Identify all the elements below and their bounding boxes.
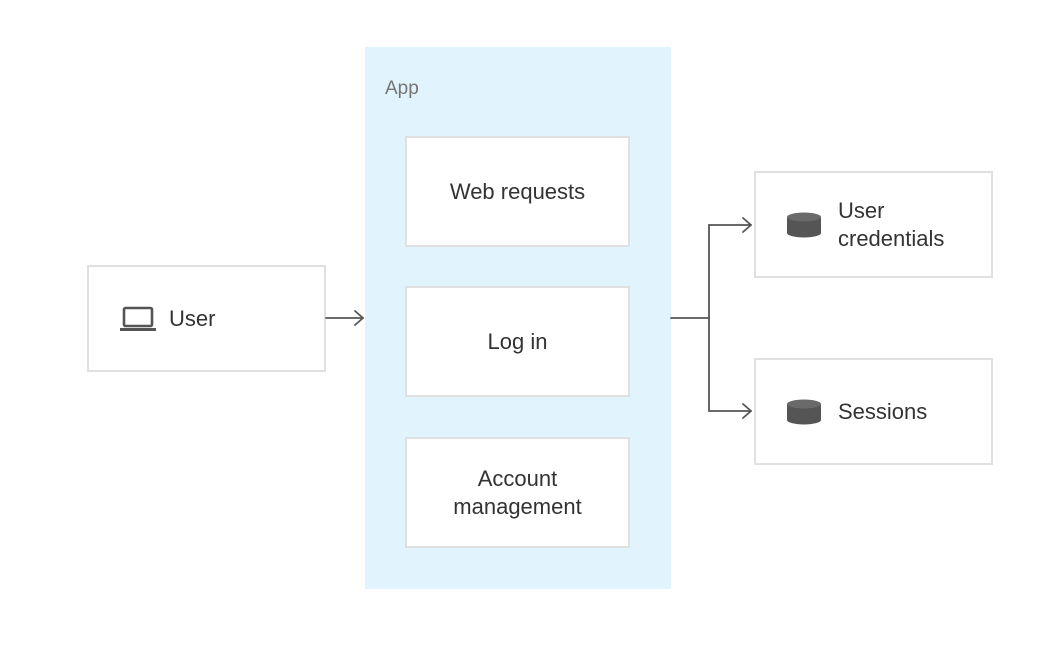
app-label: App	[385, 78, 419, 99]
arrow-to-user-credentials	[708, 217, 752, 233]
log-in-label: Log in	[487, 328, 548, 354]
user-credentials-box: User credentials	[754, 171, 993, 278]
user-to-app-arrow	[325, 310, 364, 326]
account-management-label: Account management	[453, 465, 582, 519]
user-label: User	[169, 305, 216, 331]
web-requests-label: Web requests	[449, 178, 586, 204]
arrow-to-sessions	[708, 403, 752, 419]
log-in-box: Log in	[405, 286, 630, 397]
sessions-label: Sessions	[838, 398, 928, 424]
laptop-icon	[119, 306, 157, 332]
user-credentials-label: User credentials	[838, 197, 945, 251]
account-management-box: Account management	[405, 437, 630, 548]
user-box: User	[87, 265, 326, 372]
database-icon	[786, 399, 822, 425]
sessions-box: Sessions	[754, 358, 993, 465]
app-to-databases-connector	[670, 224, 710, 412]
database-icon	[786, 212, 822, 238]
web-requests-box: Web requests	[405, 136, 630, 247]
